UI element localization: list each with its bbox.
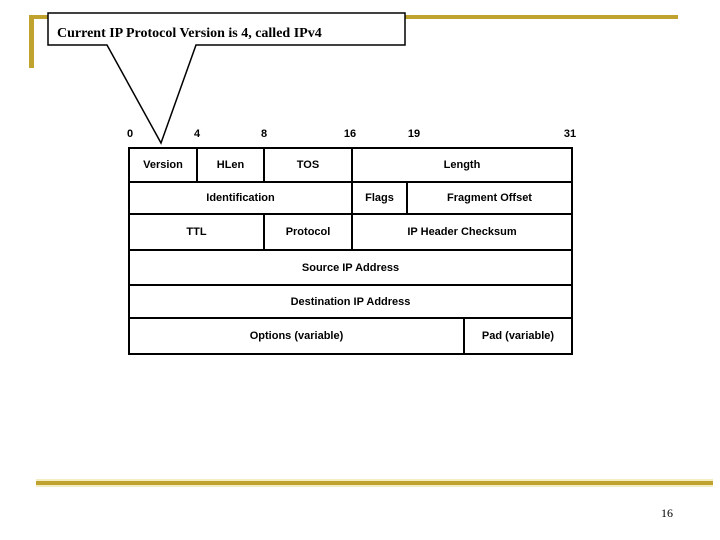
page-number: 16 (661, 506, 673, 520)
bit-label-19: 19 (407, 128, 421, 140)
bit-label-0: 0 (126, 128, 134, 140)
table-row: Source IP Address (130, 251, 571, 286)
field-length: Length (443, 159, 481, 171)
field-pad: Pad (variable) (481, 330, 555, 342)
field-hlen: HLen (198, 149, 265, 181)
field-identification: Identification (130, 183, 353, 213)
callout-outline (47, 12, 406, 145)
field-tos: TOS (265, 149, 353, 181)
field-options: Options (variable) (130, 319, 465, 353)
field-ttl: TTL (130, 215, 265, 249)
field-protocol: Protocol (265, 215, 353, 249)
bit-label-8: 8 (260, 128, 268, 140)
field-flags: Flags (353, 183, 408, 213)
callout-text: Current IP Protocol Version is 4, called… (57, 26, 322, 41)
table-row: Options (variable) Pad (variable) (130, 319, 571, 353)
field-version: Version (130, 149, 198, 181)
bottom-accent-line (36, 479, 713, 487)
field-source-ip-address: Source IP Address (301, 261, 400, 274)
ip-header-table: Version HLen TOS Length Identification F… (128, 147, 573, 355)
field-destination-ip-address: Destination IP Address (290, 295, 411, 308)
bit-label-16: 16 (343, 128, 357, 140)
field-fragment-offset: Fragment Offset (447, 192, 532, 204)
table-row: Identification Flags Fragment Offset (130, 183, 571, 215)
left-accent-bar (29, 15, 34, 68)
bit-label-31: 31 (563, 128, 577, 140)
table-row: Version HLen TOS Length (130, 149, 571, 183)
table-row: Destination IP Address (130, 286, 571, 319)
field-ip-header-checksum: IP Header Checksum (407, 226, 517, 238)
table-row: TTL Protocol IP Header Checksum (130, 215, 571, 251)
bit-label-4: 4 (193, 128, 201, 140)
